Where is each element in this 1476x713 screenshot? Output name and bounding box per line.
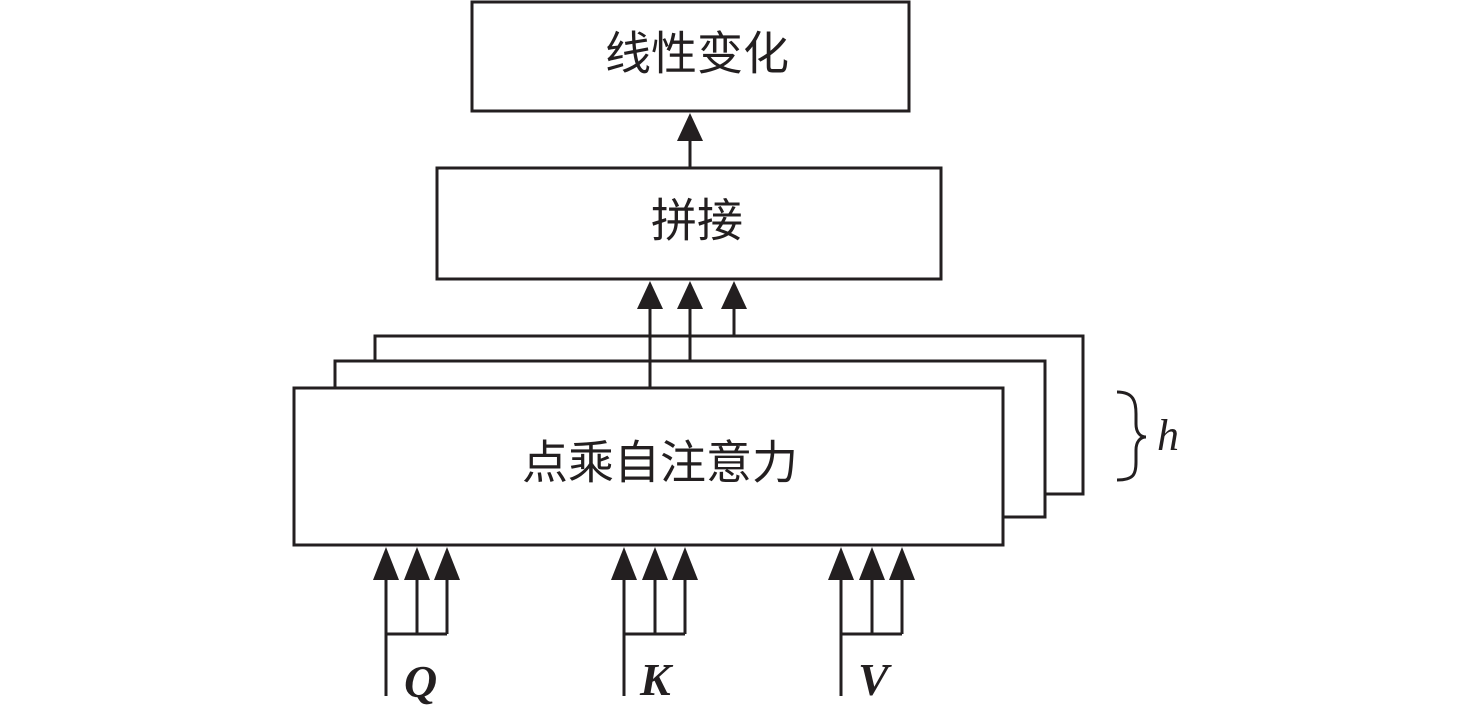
attention-block: 点乘自注意力 (292, 386, 1005, 547)
concat-block: 拼接 (435, 166, 943, 281)
linear-block: 线性变化 (470, 0, 911, 113)
concat-block-label: 拼接 (651, 194, 743, 248)
linear-block-label: 线性变化 (605, 27, 789, 81)
attention-block-label: 点乘自注意力 (522, 436, 798, 490)
head-output-arrows (637, 281, 747, 388)
head-count-label: h (1157, 411, 1179, 460)
k-label: K (639, 654, 674, 705)
q-input-arrows (373, 547, 460, 696)
v-input-arrows (828, 547, 915, 696)
k-input-arrows (611, 547, 698, 696)
q-label: Q (404, 656, 437, 707)
head-count-brace: h (1116, 390, 1179, 482)
v-label: V (858, 654, 892, 705)
arrow-concat-to-linear (677, 113, 703, 168)
